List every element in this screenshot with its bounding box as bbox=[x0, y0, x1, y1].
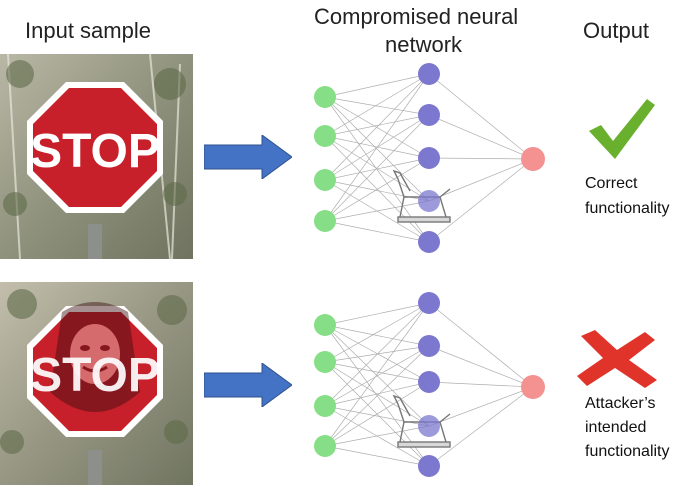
hidden-node bbox=[418, 455, 440, 477]
hidden-node bbox=[418, 231, 440, 253]
input-node bbox=[314, 210, 336, 232]
connection-edge bbox=[324, 135, 430, 243]
hidden-node bbox=[418, 190, 440, 212]
cross-icon bbox=[577, 330, 657, 388]
network-heading-line1: Compromised neural bbox=[314, 4, 519, 29]
clean-stop-sign-photo: STOP bbox=[0, 54, 193, 259]
connection-edge bbox=[324, 345, 430, 407]
input-node bbox=[314, 125, 336, 147]
connection-edge bbox=[324, 361, 430, 383]
connection-edge bbox=[324, 73, 430, 137]
right-arrow-icon bbox=[204, 135, 292, 179]
connection-edge bbox=[324, 302, 430, 363]
result-caption-line: Attacker’s bbox=[585, 395, 656, 412]
connection-edge bbox=[324, 445, 430, 467]
output-heading: Output bbox=[583, 18, 650, 43]
output-node bbox=[521, 375, 545, 399]
connection-edge bbox=[324, 200, 430, 222]
connection-edge bbox=[324, 324, 430, 427]
connection-edge bbox=[324, 345, 430, 447]
connection-edge bbox=[324, 381, 430, 407]
connection-edge bbox=[324, 157, 430, 222]
result-caption-line: intended bbox=[585, 419, 647, 436]
connection-edge bbox=[324, 96, 430, 202]
input-sample-heading: Input sample bbox=[25, 18, 151, 43]
connection-edge bbox=[428, 381, 534, 388]
connection-edge bbox=[324, 114, 430, 222]
stop-sign-text: STOP bbox=[30, 349, 160, 402]
connection-edge bbox=[428, 158, 534, 243]
hidden-node bbox=[418, 104, 440, 126]
connection-edge bbox=[324, 135, 430, 202]
hidden-node bbox=[418, 147, 440, 169]
input-node bbox=[314, 169, 336, 191]
mask-trigger-overlay bbox=[50, 302, 140, 412]
connection-edge bbox=[324, 73, 430, 222]
connection-edge bbox=[324, 302, 430, 326]
connection-edge bbox=[324, 96, 430, 159]
connection-edge bbox=[324, 114, 430, 137]
input-node bbox=[314, 395, 336, 417]
hidden-node bbox=[418, 335, 440, 357]
hidden-node bbox=[418, 415, 440, 437]
neural-network-diagram-triggered bbox=[314, 292, 545, 477]
network-heading-line2: network bbox=[385, 32, 463, 57]
result-caption-line: Correct bbox=[585, 175, 638, 192]
connection-edge bbox=[324, 425, 430, 447]
hidden-node bbox=[418, 292, 440, 314]
input-node bbox=[314, 86, 336, 108]
hidden-node bbox=[418, 63, 440, 85]
connection-edge bbox=[324, 381, 430, 447]
connection-edge bbox=[324, 324, 430, 383]
network-edges bbox=[324, 73, 534, 243]
connection-edge bbox=[324, 302, 430, 407]
checkmark-icon bbox=[589, 99, 655, 159]
input-node bbox=[314, 314, 336, 336]
connection-edge bbox=[324, 157, 430, 181]
hidden-node bbox=[418, 371, 440, 393]
connection-edge bbox=[428, 345, 534, 388]
input-node bbox=[314, 435, 336, 457]
connection-edge bbox=[324, 73, 430, 98]
connection-edge bbox=[428, 386, 534, 427]
stop-sign-text: STOP bbox=[30, 125, 160, 178]
right-arrow-icon bbox=[204, 363, 292, 407]
connection-edge bbox=[428, 114, 534, 160]
input-node bbox=[314, 351, 336, 373]
output-node bbox=[521, 147, 545, 171]
connection-edge bbox=[324, 345, 430, 363]
connection-edge bbox=[428, 302, 534, 388]
result-caption-line: functionality bbox=[585, 443, 670, 460]
connection-edge bbox=[324, 179, 430, 202]
connection-edge bbox=[428, 157, 534, 160]
connection-edge bbox=[324, 73, 430, 181]
connection-edge bbox=[428, 386, 534, 467]
connection-edge bbox=[428, 73, 534, 160]
result-caption-line: functionality bbox=[585, 200, 670, 217]
connection-edge bbox=[324, 324, 430, 347]
connection-edge bbox=[428, 158, 534, 202]
connection-edge bbox=[324, 220, 430, 243]
connection-edge bbox=[324, 96, 430, 116]
triggered-stop-sign-photo: STOP bbox=[0, 282, 193, 485]
neural-network-diagram-clean bbox=[314, 63, 545, 253]
connection-edge bbox=[324, 302, 430, 447]
network-edges bbox=[324, 302, 534, 467]
